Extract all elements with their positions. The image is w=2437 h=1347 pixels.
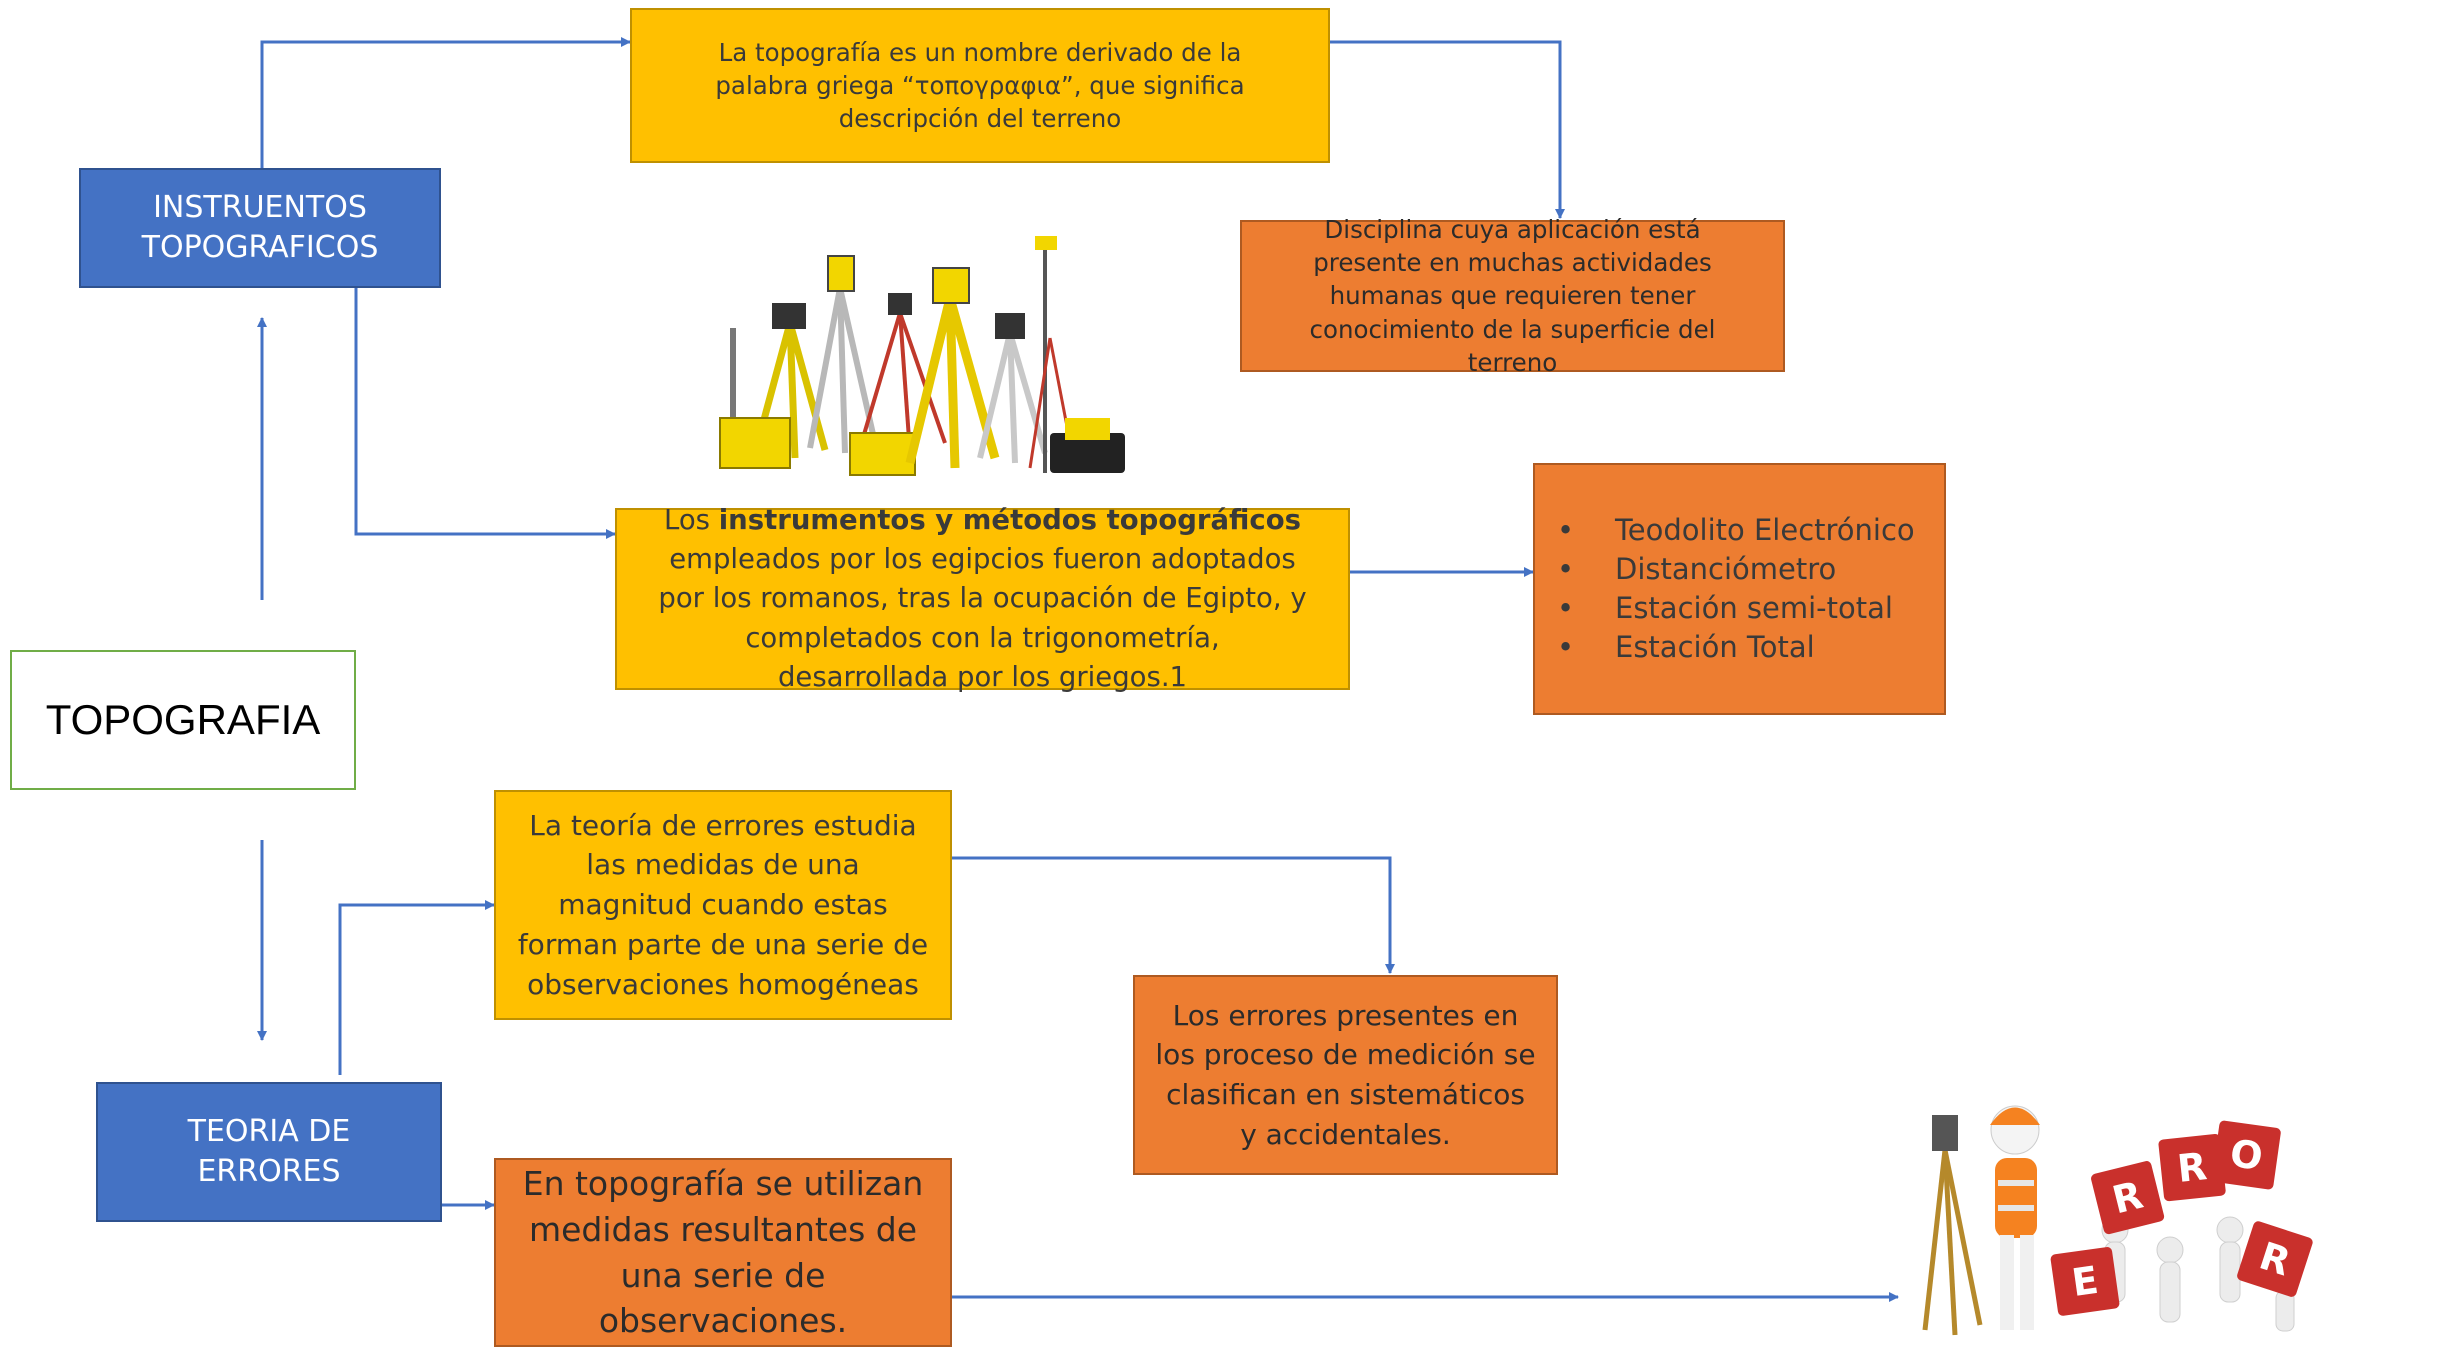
node-historia-bold: instrumentos y métodos topográficos <box>718 504 1301 537</box>
node-definicion-text: La topografía es un nombre derivado de l… <box>715 37 1245 134</box>
error-letter: R <box>2175 1144 2209 1191</box>
list-item: Teodolito Electrónico <box>1557 511 1944 550</box>
node-clasificacion-text: Los errores presentes en los proceso de … <box>1155 998 1536 1151</box>
node-disciplina-text: Disciplina cuya aplicación está presente… <box>1309 215 1716 377</box>
node-definicion: La topografía es un nombre derivado de l… <box>630 8 1330 163</box>
connector-definicion-disciplina <box>1330 40 1565 219</box>
list-item: Distanciómetro <box>1557 550 1944 589</box>
instrument-list: Teodolito Electrónico Distanciómetro Est… <box>1535 511 1944 667</box>
error-letter: O <box>2227 1131 2265 1179</box>
node-medidas: En topografía se utilizan medidas result… <box>494 1158 952 1347</box>
connector-instrumentos-historia <box>354 288 616 539</box>
connector-erroresdef-clasificacion <box>952 856 1395 974</box>
surveying-instruments-image <box>719 236 1125 476</box>
error-letter-blocks: E R R O R <box>2050 1120 2313 1316</box>
list-item: Estación semi-total <box>1557 589 1944 628</box>
node-disciplina: Disciplina cuya aplicación está presente… <box>1240 215 1785 377</box>
error-blocks-image: E R R O R <box>1922 1105 2313 1336</box>
node-errores-def: La teoría de errores estudia las medidas… <box>494 790 952 1020</box>
list-item: Estación Total <box>1557 628 1944 667</box>
error-letter: E <box>2069 1258 2101 1305</box>
connector-teoria-erroresdef <box>338 900 495 1075</box>
node-clasificacion: Los errores presentes en los proceso de … <box>1133 975 1558 1175</box>
node-errores-def-text: La teoría de errores estudia las medidas… <box>517 808 929 1001</box>
node-instrumentos: INSTRUENTOS TOPOGRAFICOS <box>79 168 441 288</box>
node-historia-pre: Los <box>664 504 719 537</box>
node-historia-text: Los instrumentos y métodos topográficos … <box>657 501 1308 696</box>
connector-instrumentos-definicion <box>260 37 631 168</box>
node-lista: Teodolito Electrónico Distanciómetro Est… <box>1533 463 1946 715</box>
node-historia-post: empleados por los egipcios fueron adopta… <box>658 543 1307 693</box>
node-teoria-label: TEORIA DE ERRORES <box>187 1113 351 1190</box>
node-medidas-text: En topografía se utilizan medidas result… <box>522 1164 924 1341</box>
node-instrumentos-label: INSTRUENTOS TOPOGRAFICOS <box>141 189 379 266</box>
node-topografia: TOPOGRAFIA <box>10 650 356 790</box>
node-historia: Los instrumentos y métodos topográficos … <box>615 504 1350 693</box>
node-teoria: TEORIA DE ERRORES <box>96 1082 442 1222</box>
node-topografia-label: TOPOGRAFIA <box>45 695 321 743</box>
